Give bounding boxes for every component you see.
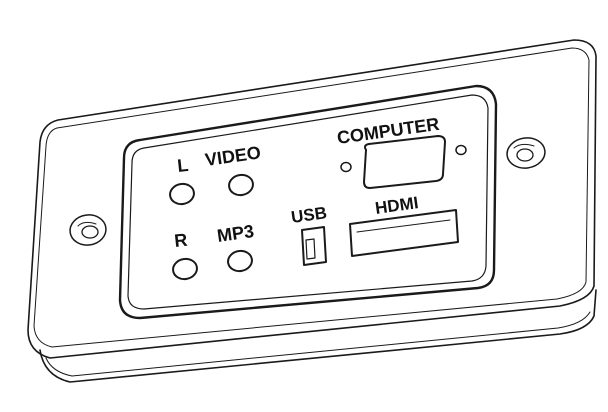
left-screw-hole <box>69 214 107 246</box>
label-r: R <box>173 230 188 251</box>
usb-port <box>301 226 327 266</box>
right-screw-hole <box>506 137 546 169</box>
computer-vga-port <box>340 135 467 189</box>
label-l: L <box>176 155 189 176</box>
hdmi-port <box>349 209 459 257</box>
r-audio-jack <box>172 257 198 281</box>
video-jack <box>228 173 254 197</box>
label-usb: USB <box>290 203 328 227</box>
label-hdmi: HDMI <box>374 193 420 218</box>
wall-plate <box>27 39 597 383</box>
mp3-jack <box>227 249 253 273</box>
label-mp3: MP3 <box>216 221 255 246</box>
l-audio-jack <box>169 182 195 206</box>
connector-module <box>118 84 498 320</box>
label-computer: COMPUTER <box>336 114 441 148</box>
label-video: VIDEO <box>204 142 262 170</box>
